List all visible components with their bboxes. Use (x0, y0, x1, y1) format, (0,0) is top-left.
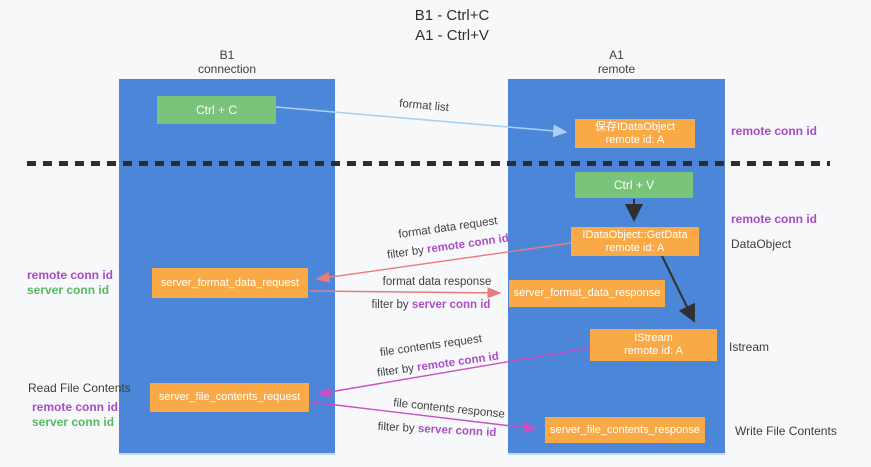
istream-box-label: IStream (634, 332, 673, 344)
write-file-contents-label: Write File Contents (735, 424, 837, 438)
format-data-response-annotation: format data response (383, 276, 492, 288)
title-line-a1: A1 - Ctrl+V (415, 27, 489, 44)
remote-conn-id-highlight: remote conn id (416, 350, 500, 374)
left-column-name: B1 (219, 48, 235, 62)
filter-by-text: filter by (377, 420, 419, 435)
istream-remote-id: remote id: A (624, 345, 683, 357)
title-line-b1: B1 - Ctrl+C (414, 7, 490, 24)
server-file-contents-response-label: server_file_contents_response (550, 423, 700, 436)
left-column-subtitle: connection (197, 62, 257, 76)
diagram-title: B1 - Ctrl+C A1 - Ctrl+V (415, 6, 490, 46)
remote-conn-id-highlight: remote conn id (426, 232, 510, 256)
getdata-remote-id: remote id: A (605, 241, 665, 254)
format-list-annotation: format list (399, 98, 450, 114)
server-format-data-request-label: server_format_data_request (160, 276, 300, 289)
ctrl-c-box: Ctrl + C (157, 96, 276, 124)
format-list-text: format list (398, 97, 450, 115)
left-remote-conn-id-label: remote conn id (27, 268, 114, 282)
ctrl-c-label: Ctrl + C (195, 102, 237, 117)
right-column-subtitle: remote (597, 62, 636, 76)
right-remote-conn-id-label-1: remote conn id (731, 124, 818, 138)
idataobject-getdata-box: IDataObject::GetData remote id: A (571, 227, 699, 256)
server-file-contents-request-box: server_file_contents_request (150, 383, 309, 412)
filter-by-text: filter by (386, 243, 428, 262)
server-conn-id-highlight: server conn id (411, 299, 491, 311)
phase-separator-dashed-line (27, 161, 830, 166)
filter-by-server-conn-id-annotation-1: filter by server conn id (372, 299, 491, 311)
format-data-response-arrow (309, 287, 502, 299)
server-conn-id-highlight: server conn id (417, 423, 497, 440)
ctrl-v-box: Ctrl + V (575, 172, 693, 198)
right-column-name: A1 (609, 48, 624, 62)
istream-side-label: Istream (729, 340, 770, 354)
left-server-conn-id-label-2: server conn id (32, 415, 115, 429)
server-format-data-response-label: server_format_data_response (513, 287, 661, 299)
save-idataobject-label: 保存IDataObject (594, 120, 676, 133)
server-format-data-response-box: server_format_data_response (509, 280, 665, 307)
save-idataobject-remote-id: remote id: A (605, 133, 665, 146)
left-column-header: B1 connection (119, 48, 335, 76)
server-file-contents-request-label: server_file_contents_request (158, 391, 301, 403)
left-server-conn-id-label: server conn id (27, 283, 110, 297)
server-format-data-request-box: server_format_data_request (152, 268, 308, 298)
file-contents-response-annotation: file contents response (393, 397, 506, 421)
right-remote-conn-id-label-2: remote conn id (731, 212, 818, 226)
filter-by-text: filter by (371, 299, 412, 311)
filter-by-text: filter by (376, 361, 418, 380)
getdata-label: IDataObject::GetData (582, 228, 688, 241)
left-remote-conn-id-label-2: remote conn id (32, 400, 119, 414)
server-file-contents-response-box: server_file_contents_response (545, 417, 705, 443)
format-data-response-text: format data response (382, 276, 492, 288)
right-column-header: A1 remote (508, 48, 725, 76)
dataobject-label: DataObject (731, 237, 792, 251)
file-contents-response-text: file contents response (392, 397, 506, 421)
save-idataobject-box: 保存IDataObject remote id: A (575, 119, 695, 148)
filter-by-server-conn-id-annotation-2: filter by server conn id (377, 421, 496, 439)
istream-box: IStream remote id: A (590, 329, 717, 361)
ctrl-v-label: Ctrl + V (613, 177, 655, 192)
read-file-contents-label: Read File Contents (28, 381, 131, 395)
